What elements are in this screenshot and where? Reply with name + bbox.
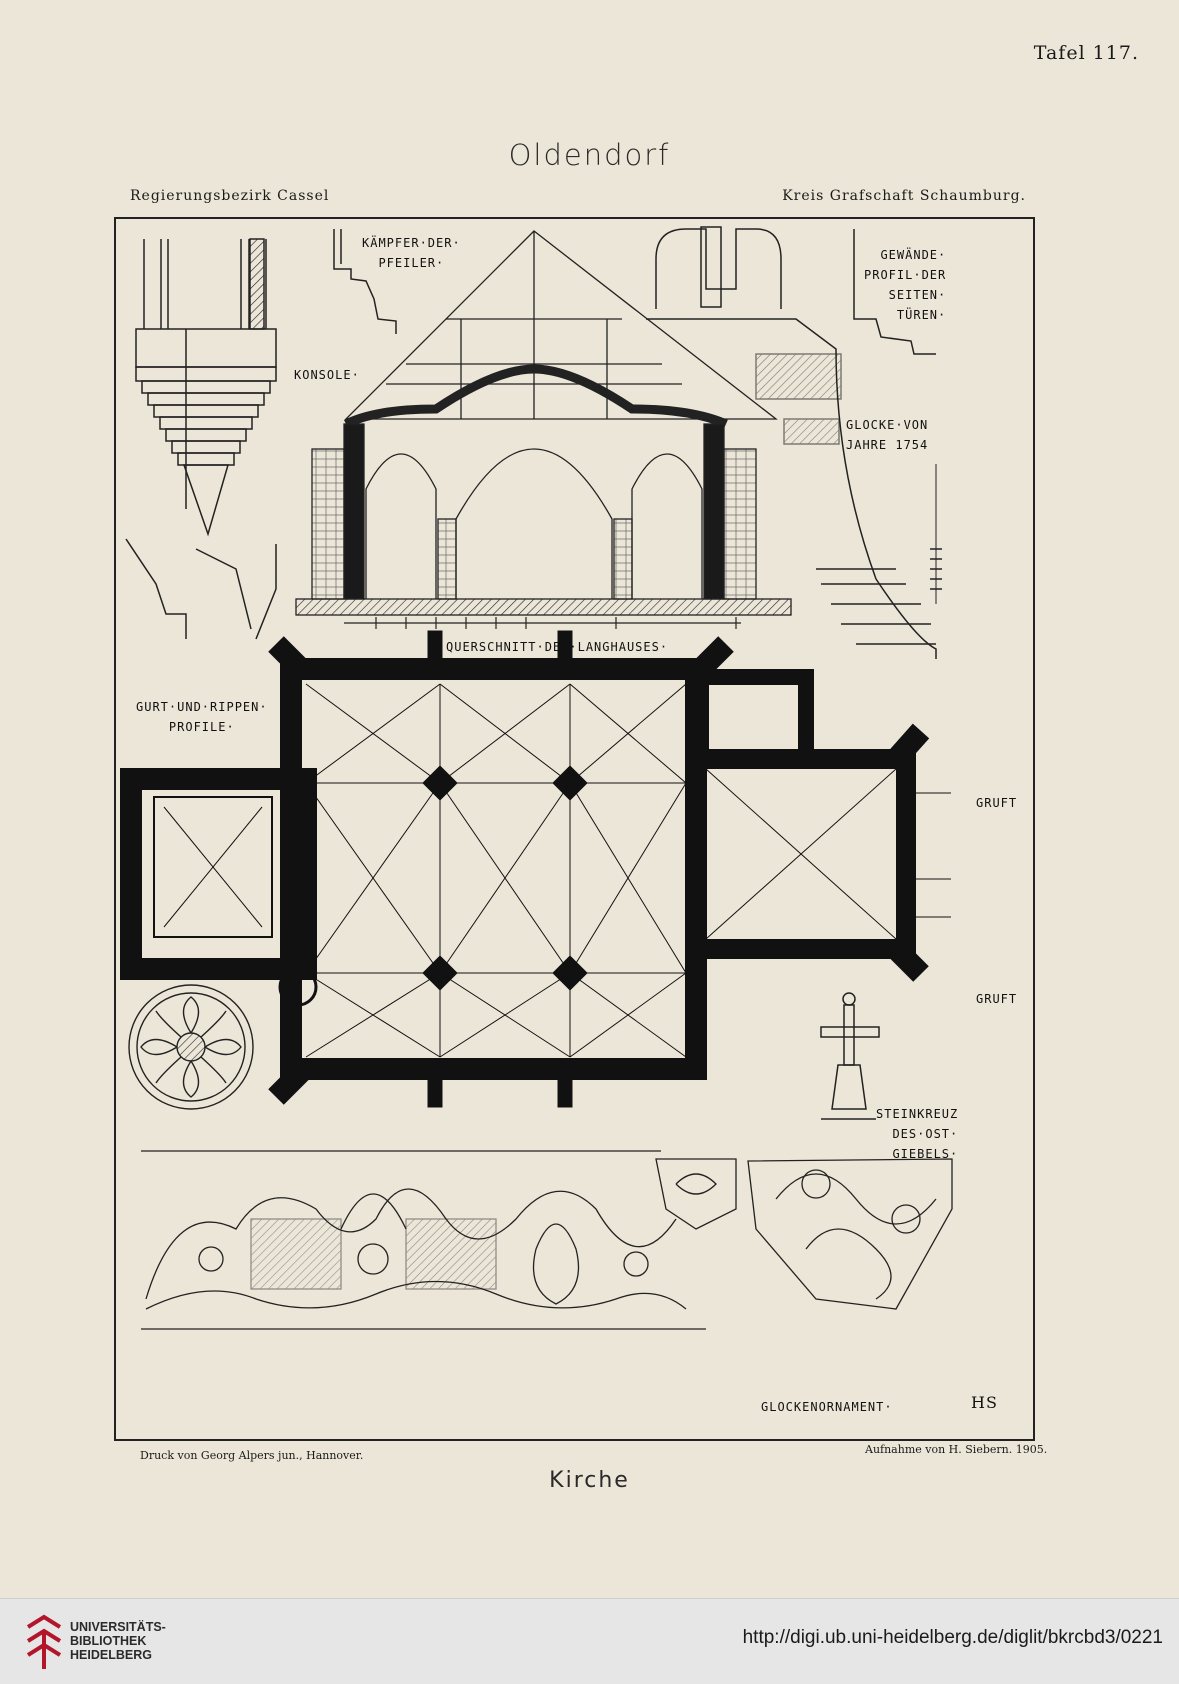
rosette-ornament (128, 984, 254, 1110)
label-konsole: KONSOLE· (294, 368, 360, 382)
floor-plan (120, 630, 951, 1108)
plate-title: Oldendorf (508, 138, 671, 172)
label-steinkreuz: STEINKREUZ DES·OST· GIEBELS· (876, 1107, 959, 1161)
stone-cross (820, 992, 880, 1120)
label-gurt: GURT·UND·RIPPEN· PROFILE· (136, 700, 268, 734)
label-glockenornament: GLOCKENORNAMENT· (761, 1400, 893, 1414)
drawing-frame: KÄMPFER·DER· PFEILER· KONSOLE· GEWÄNDE· … (114, 217, 1035, 1441)
label-gewaende: GEWÄNDE· PROFIL·DER SEITEN· TÜREN· (864, 248, 947, 322)
library-name: UNIVERSITÄTS- BIBLIOTHEK HEIDELBERG (70, 1620, 166, 1662)
gewaende-profile (853, 229, 936, 355)
plate-number: Tafel 117. (1033, 42, 1139, 64)
label-glocke: GLOCKE·VON JAHRE 1754 (846, 418, 929, 452)
architectural-drawing (120, 226, 953, 1330)
permalink-url[interactable]: http://digi.ub.uni-heidelberg.de/diglit/… (742, 1627, 1163, 1648)
label-querschnitt: QUERSCHNITT·DES·LANGHAUSES· (446, 640, 669, 654)
scale-bar (344, 617, 741, 629)
label-gruft-2: GRUFT (976, 992, 1018, 1006)
frieze-ornament (141, 1150, 706, 1330)
bell-ornaments (655, 1158, 953, 1310)
bell-drawing (646, 226, 942, 659)
monogram: HS (971, 1393, 998, 1412)
plate-page: Tafel 117. Oldendorf Regierungsbezirk Ca… (114, 42, 1139, 1493)
survey-credit: Aufnahme von H. Siebern. 1905. (865, 1443, 1048, 1456)
label-kaempfer: KÄMPFER·DER· PFEILER· (362, 236, 461, 270)
region-left: Regierungsbezirk Cassel (130, 188, 330, 204)
cross-section (295, 230, 792, 616)
kaempfer-profile (333, 229, 397, 334)
printer-credit: Druck von Georg Alpers jun., Hannover. (140, 1449, 364, 1462)
university-library-logo-icon (26, 1614, 62, 1669)
console-detail (125, 238, 277, 640)
plate-subject: Kirche (549, 1468, 630, 1493)
region-right: Kreis Grafschaft Schaumburg. (782, 188, 1026, 204)
library-footer: UNIVERSITÄTS- BIBLIOTHEK HEIDELBERG http… (0, 1598, 1179, 1684)
label-gruft-1: GRUFT (976, 796, 1018, 810)
